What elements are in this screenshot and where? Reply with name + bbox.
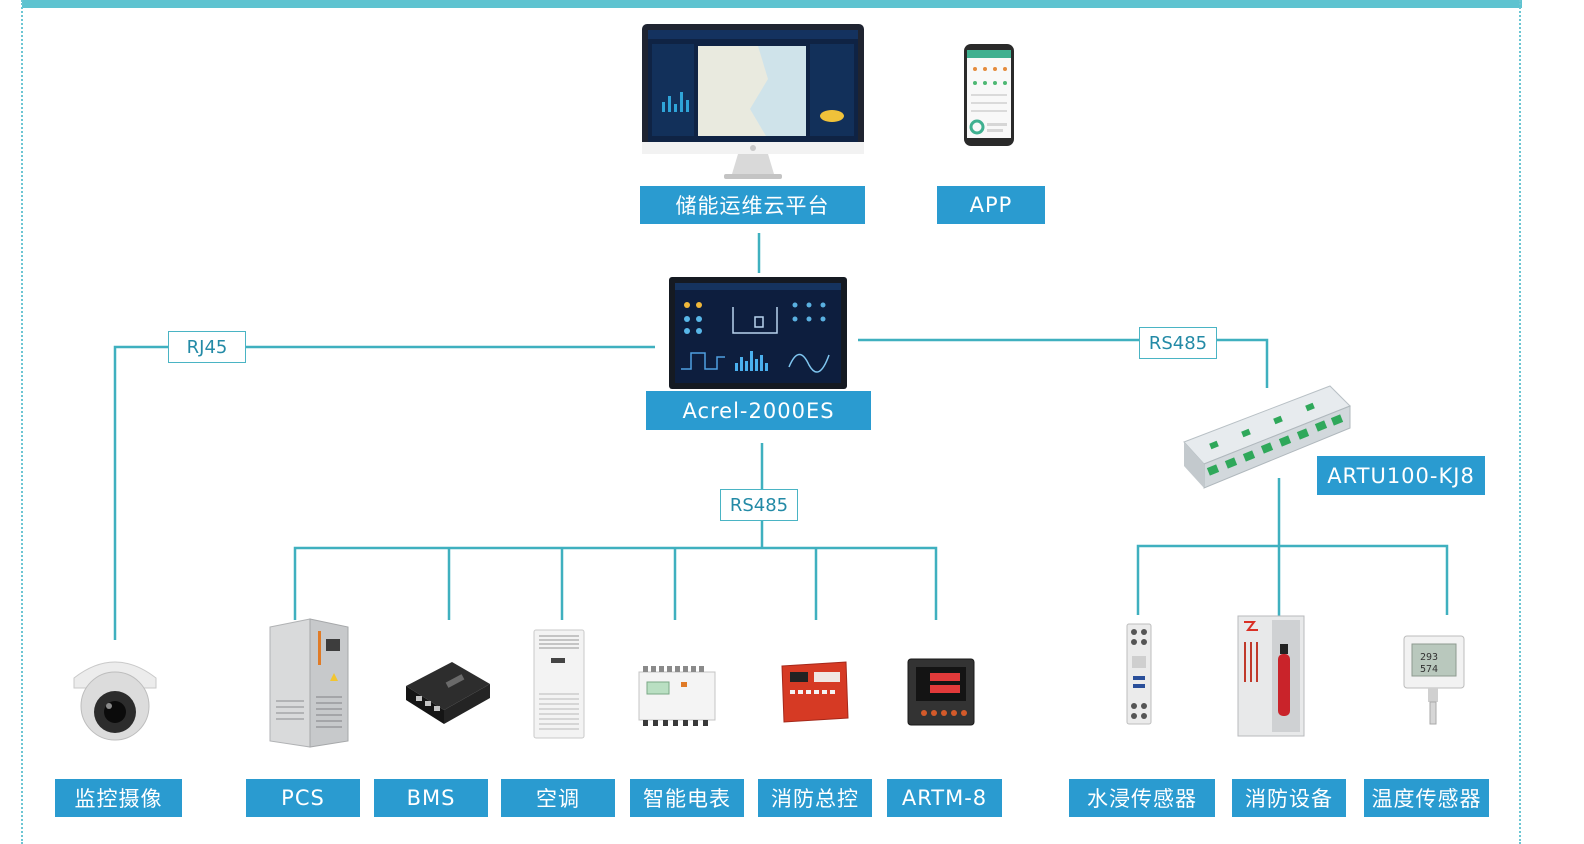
top-frame-bar xyxy=(22,0,1522,8)
wire-bus-left xyxy=(293,546,938,620)
svg-text:293: 293 xyxy=(1420,652,1438,663)
dome-camera-icon xyxy=(73,661,157,741)
app-phone-icon xyxy=(964,44,1014,146)
controller-label: Acrel-2000ES xyxy=(646,391,871,430)
artu-module-icon xyxy=(1183,385,1351,489)
device-label-bms: BMS xyxy=(374,779,488,817)
device-label-smart-meter: 智能电表 xyxy=(630,779,744,817)
device-label-fire-control: 消防总控 xyxy=(758,779,872,817)
smart-meter-icon xyxy=(638,666,716,726)
wire-rs485-right xyxy=(858,338,1269,388)
protocol-label-rs485-right: RS485 xyxy=(1139,327,1217,359)
wire-rj45 xyxy=(113,345,655,640)
device-label-ac: 空调 xyxy=(501,779,615,817)
svg-text:574: 574 xyxy=(1420,664,1438,675)
temp-sensor-icon: 293 574 xyxy=(1403,635,1465,725)
bms-box-icon xyxy=(406,662,490,724)
left-frame-border xyxy=(21,0,23,844)
device-label-camera: 监控摄像 xyxy=(55,779,182,817)
right-frame-border xyxy=(1519,0,1521,844)
device-label-artm: ARTM-8 xyxy=(887,779,1002,817)
protocol-label-rs485-bottom: RS485 xyxy=(720,489,798,521)
air-conditioner-icon xyxy=(533,629,585,739)
app-label: APP xyxy=(937,186,1045,224)
cloud-platform-label: 储能运维云平台 xyxy=(640,186,865,224)
controller-screen-icon xyxy=(669,277,847,389)
water-sensor-icon xyxy=(1126,623,1152,725)
pcs-cabinet-icon xyxy=(269,618,349,748)
protocol-label-rj45: RJ45 xyxy=(168,331,246,363)
device-label-fire-equipment: 消防设备 xyxy=(1232,779,1346,817)
artu-module-label: ARTU100-KJ8 xyxy=(1317,456,1485,495)
device-label-temp-sensor: 温度传感器 xyxy=(1364,779,1489,817)
fire-cabinet-icon xyxy=(1237,615,1305,737)
fire-control-panel-icon xyxy=(781,661,849,723)
device-label-pcs: PCS xyxy=(246,779,360,817)
cloud-monitor-icon xyxy=(642,24,864,179)
wire-bus-right xyxy=(1136,544,1449,615)
artm-meter-icon xyxy=(907,658,975,726)
device-label-water-sensor: 水浸传感器 xyxy=(1069,779,1215,817)
